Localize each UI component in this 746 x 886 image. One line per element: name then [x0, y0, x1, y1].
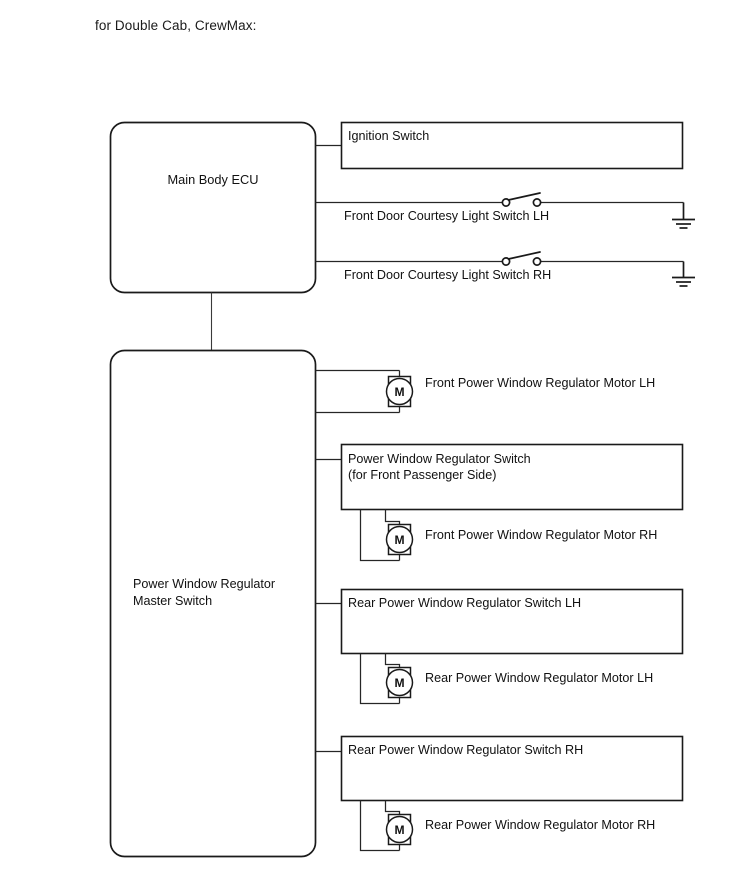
diagram-caption: for Double Cab, CrewMax: — [95, 18, 257, 33]
rear-power-window-regulator-motor-lh-label: Rear Power Window Regulator Motor LH — [425, 671, 653, 685]
rear-switch-rh-outline — [340, 735, 684, 802]
front-door-courtesy-light-switch-lh-component[interactable]: Front Door Courtesy Light Switch LH — [315, 192, 696, 229]
master-switch-label-line2: Master Switch — [133, 594, 212, 608]
rear-power-window-regulator-motor-lh-component[interactable]: M Rear Power Window Regulator Motor LH — [359, 653, 654, 705]
wire-passenger-switch-to-front-motor-rh-bottom — [359, 509, 400, 562]
motor-icon-letter-front-lh: M — [394, 385, 404, 399]
open-switch-icon-lh — [501, 192, 542, 207]
rear-power-window-regulator-switch-rh-label: Rear Power Window Regulator Switch RH — [348, 743, 583, 757]
front-door-courtesy-light-switch-rh-label: Front Door Courtesy Light Switch RH — [344, 268, 551, 282]
ignition-switch-outline — [340, 121, 684, 170]
front-power-window-regulator-motor-lh-label: Front Power Window Regulator Motor LH — [425, 376, 655, 390]
wire-rear-switch-rh-to-motor-bottom — [359, 800, 400, 852]
main-body-ecu-label: Main Body ECU — [167, 172, 258, 187]
rear-power-window-regulator-switch-lh-label: Rear Power Window Regulator Switch LH — [348, 596, 581, 610]
passenger-switch-label-line1: Power Window Regulator Switch — [348, 452, 531, 466]
rear-power-window-regulator-motor-rh-label: Rear Power Window Regulator Motor RH — [425, 818, 655, 832]
motor-icon-letter-front-rh: M — [394, 533, 404, 547]
ground-icon-rh — [672, 261, 695, 287]
rear-power-window-regulator-switch-rh-component[interactable]: Rear Power Window Regulator Switch RH — [315, 735, 684, 802]
ignition-switch-label: Ignition Switch — [348, 129, 429, 143]
wire-rear-switch-lh-to-motor-bottom — [359, 653, 400, 705]
front-power-window-regulator-motor-rh-label: Front Power Window Regulator Motor RH — [425, 528, 657, 542]
ignition-switch-component[interactable]: Ignition Switch — [315, 121, 684, 170]
power-window-regulator-switch-front-passenger-component[interactable]: Power Window Regulator Switch (for Front… — [315, 443, 684, 511]
passenger-switch-outline — [340, 443, 684, 511]
master-switch-label-line1: Power Window Regulator — [133, 577, 275, 591]
motor-icon-rear-rh: M — [385, 813, 414, 846]
main-body-ecu-outline — [109, 121, 317, 294]
motor-icon-letter-rear-lh: M — [394, 676, 404, 690]
power-window-regulator-master-switch-module[interactable]: Power Window Regulator Master Switch — [109, 349, 317, 858]
motor-icon-front-lh: M — [385, 375, 414, 408]
open-switch-icon-rh — [501, 251, 542, 266]
motor-icon-front-rh: M — [385, 523, 414, 556]
rear-power-window-regulator-motor-rh-component[interactable]: M Rear Power Window Regulator Motor RH — [359, 800, 656, 852]
rear-switch-lh-outline — [340, 588, 684, 655]
front-door-courtesy-light-switch-rh-component[interactable]: Front Door Courtesy Light Switch RH — [315, 251, 696, 287]
rear-power-window-regulator-switch-lh-component[interactable]: Rear Power Window Regulator Switch LH — [315, 588, 684, 655]
front-door-courtesy-light-switch-lh-label: Front Door Courtesy Light Switch LH — [344, 209, 549, 223]
passenger-switch-label-line2: (for Front Passenger Side) — [348, 468, 496, 482]
main-body-ecu-module[interactable]: Main Body ECU — [109, 121, 317, 294]
front-power-window-regulator-motor-lh-component[interactable]: M Front Power Window Regulator Motor LH — [315, 369, 656, 414]
motor-icon-letter-rear-rh: M — [394, 823, 404, 837]
motor-icon-rear-lh: M — [385, 666, 414, 699]
front-power-window-regulator-motor-rh-component[interactable]: M Front Power Window Regulator Motor RH — [359, 509, 658, 562]
ground-icon-lh — [672, 202, 695, 229]
